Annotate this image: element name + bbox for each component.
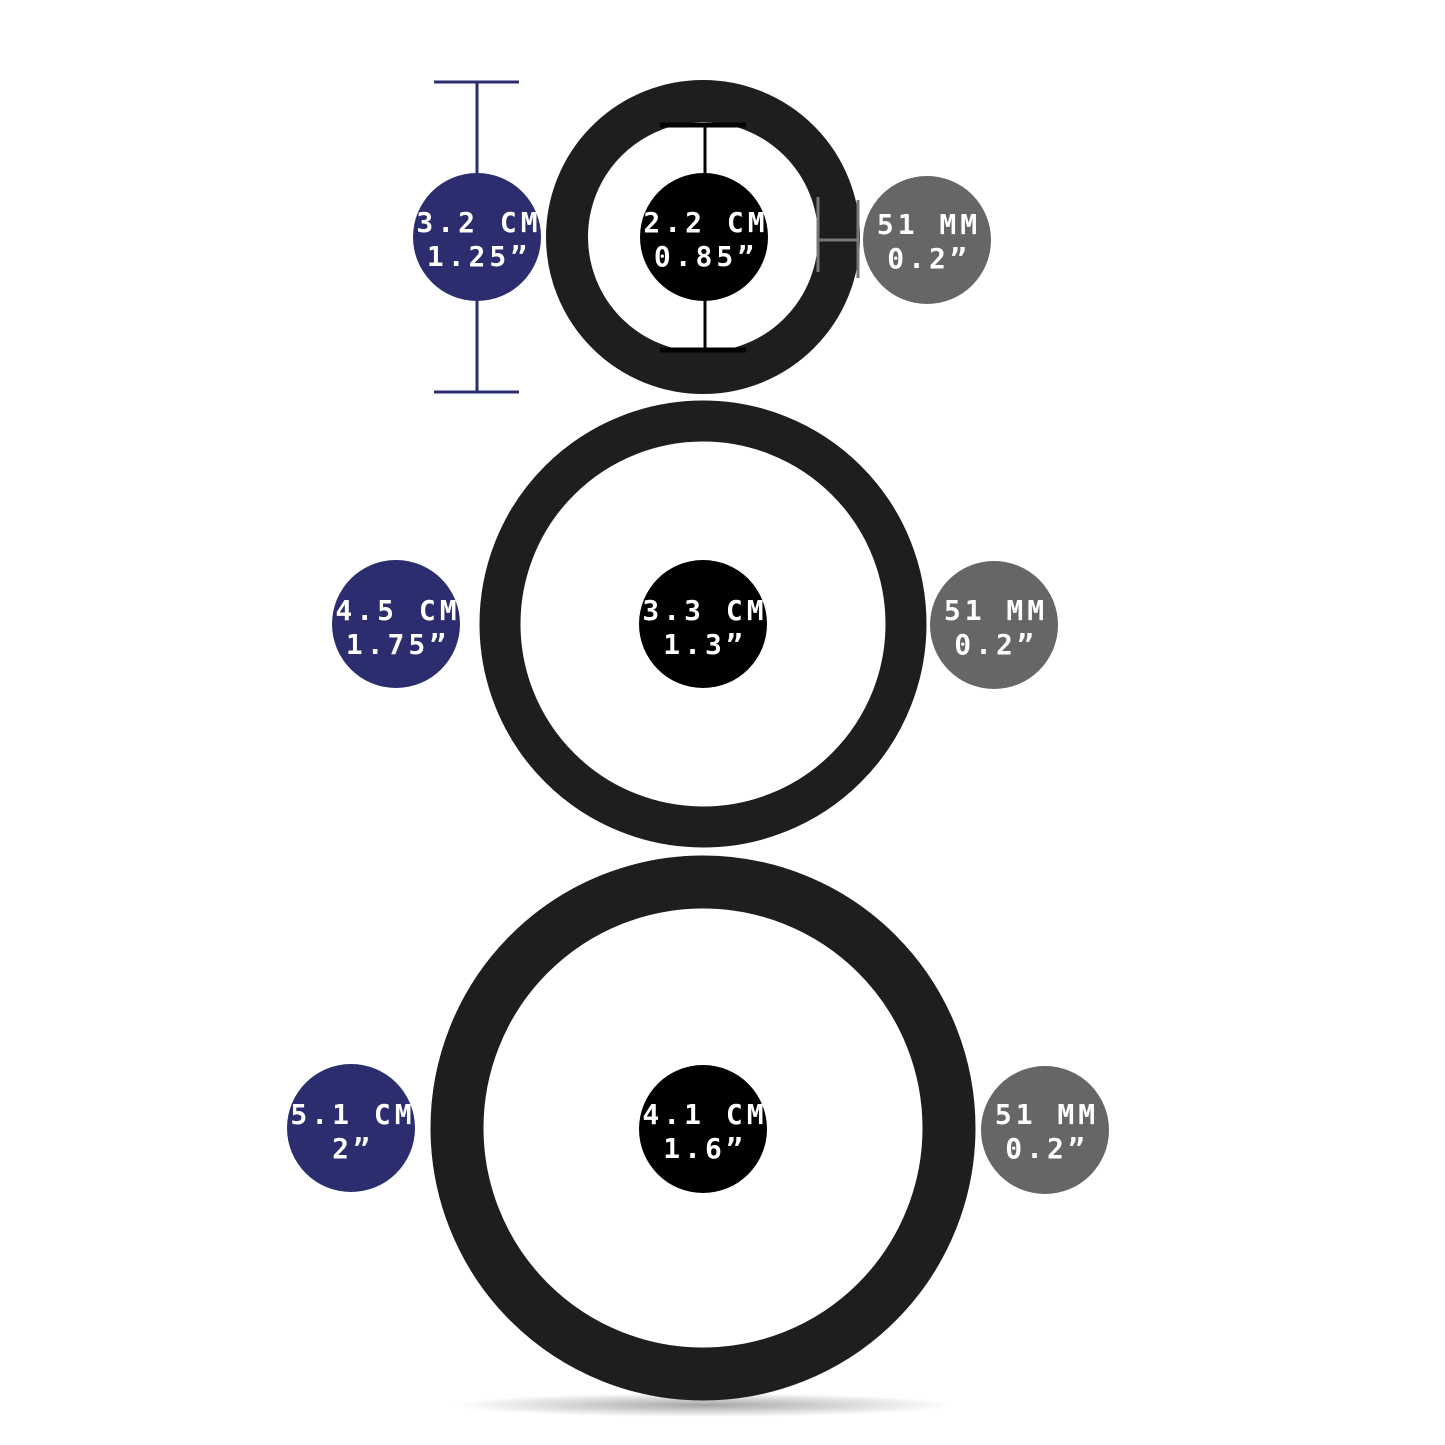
- thickness-badge-medium: 51 MM 0.2”: [930, 561, 1058, 689]
- svg-text:51 MM: 51 MM: [877, 208, 981, 241]
- thickness-badge-small: 51 MM 0.2”: [863, 176, 991, 304]
- outer-diameter-badge-small: 3.2 CM 1.25”: [413, 173, 541, 301]
- svg-text:4.5 CM: 4.5 CM: [335, 594, 460, 627]
- svg-text:0.2”: 0.2”: [1005, 1132, 1088, 1165]
- svg-text:2.2 CM: 2.2 CM: [643, 206, 768, 239]
- svg-text:0.2”: 0.2”: [887, 242, 970, 275]
- svg-text:1.25”: 1.25”: [427, 240, 531, 273]
- svg-text:1.75”: 1.75”: [346, 628, 450, 661]
- ring-small: [546, 80, 860, 394]
- inner-diameter-badge-small: 2.2 CM 0.85”: [640, 173, 768, 301]
- floor-shadow: [453, 1393, 953, 1417]
- svg-text:4.1 CM: 4.1 CM: [642, 1098, 767, 1131]
- svg-text:51 MM: 51 MM: [995, 1098, 1099, 1131]
- outer-diameter-badge-large: 5.1 CM 2”: [287, 1064, 415, 1192]
- svg-text:3.3 CM: 3.3 CM: [642, 594, 767, 627]
- svg-text:1.6”: 1.6”: [663, 1132, 746, 1165]
- svg-text:51 MM: 51 MM: [944, 594, 1048, 627]
- ring-large: [430, 855, 976, 1401]
- svg-text:0.2”: 0.2”: [954, 628, 1037, 661]
- outer-diameter-badge-medium: 4.5 CM 1.75”: [332, 560, 460, 688]
- inner-diameter-badge-large: 4.1 CM 1.6”: [639, 1065, 767, 1193]
- thickness-badge-large: 51 MM 0.2”: [981, 1066, 1109, 1194]
- thickness-dimension-line: [816, 197, 860, 278]
- inner-diameter-badge-medium: 3.3 CM 1.3”: [639, 560, 767, 688]
- svg-text:2”: 2”: [332, 1132, 374, 1165]
- svg-text:1.3”: 1.3”: [663, 628, 746, 661]
- ring-medium: [479, 400, 927, 848]
- svg-text:3.2 CM: 3.2 CM: [416, 206, 541, 239]
- svg-text:5.1 CM: 5.1 CM: [290, 1098, 415, 1131]
- svg-text:0.85”: 0.85”: [654, 240, 758, 273]
